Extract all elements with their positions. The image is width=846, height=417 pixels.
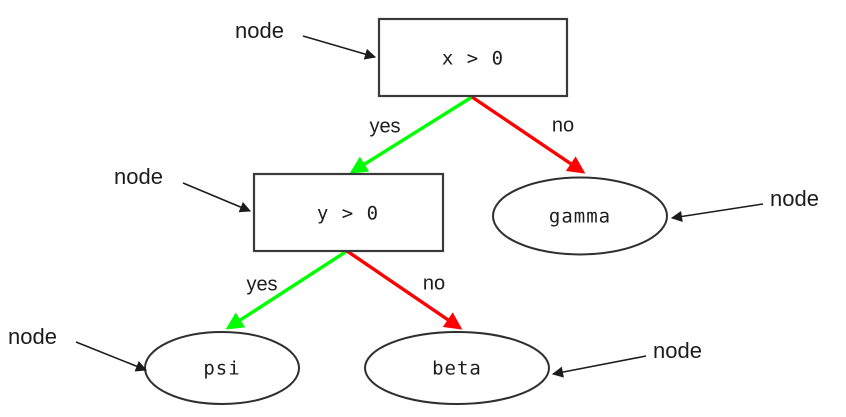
node-gamma-label: gamma	[549, 206, 611, 228]
annotation-root-label: node	[235, 18, 284, 43]
node-root[interactable]	[377, 17, 569, 98]
annotation-psi-label: node	[8, 324, 57, 349]
annotation-root-pointer	[302, 35, 377, 60]
edge-inner-no	[346, 249, 463, 330]
edge-label-root-yes: yes	[369, 115, 400, 137]
node-inner[interactable]	[252, 172, 445, 253]
node-inner-label: y > 0	[317, 203, 379, 225]
edge-root-no	[471, 95, 586, 174]
node-psi-label: psi	[203, 358, 240, 380]
edge-inner-yes	[225, 249, 348, 330]
node-gamma[interactable]	[492, 176, 668, 256]
annotation-psi-pointer	[75, 341, 148, 372]
node-beta[interactable]	[364, 331, 550, 405]
annotation-inner-pointer	[182, 182, 252, 213]
annotation-gamma-label: node	[770, 186, 819, 211]
annotation-beta-pointer	[551, 355, 647, 378]
edge-label-root-no: no	[552, 114, 574, 136]
edge-label-inner-yes: yes	[246, 273, 277, 295]
annotation-gamma-pointer	[670, 203, 764, 223]
node-root-label: x > 0	[442, 48, 504, 70]
annotation-beta-label: node	[653, 338, 702, 363]
node-beta-label: beta	[432, 358, 482, 380]
annotation-inner-label: node	[114, 164, 163, 189]
edge-label-inner-no: no	[423, 272, 445, 294]
edge-root-yes	[349, 95, 473, 174]
